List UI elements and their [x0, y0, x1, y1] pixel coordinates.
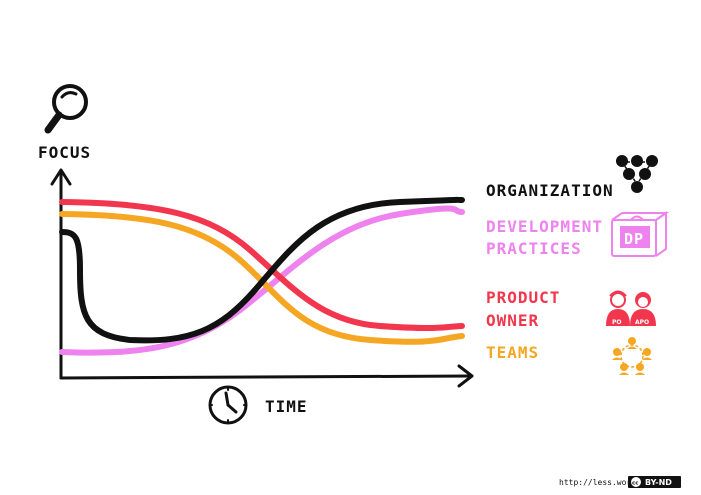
org-chart-icon	[616, 155, 658, 193]
curve-product-owner	[59, 199, 465, 332]
curve-organization	[59, 196, 465, 344]
clock-icon	[208, 385, 248, 425]
x-axis-arrow	[457, 364, 474, 388]
legend-product-owner-line2: OWNER	[486, 311, 539, 330]
x-axis	[59, 374, 473, 380]
x-axis-label: TIME	[265, 397, 308, 416]
axes	[50, 168, 474, 388]
dp-box-icon: DP	[611, 211, 670, 257]
footer-url[interactable]: http://less.works	[559, 478, 641, 487]
apo-badge: APO	[635, 319, 649, 326]
legend-teams: TEAMS	[486, 343, 539, 362]
legend-development-line2: PRACTICES	[486, 239, 582, 258]
license-text: BY-ND	[645, 478, 672, 487]
curve-development-practices	[59, 205, 465, 356]
legend-development-line1: DEVELOPMENT	[486, 217, 603, 236]
cc-icon: cc	[632, 481, 639, 487]
po-badge: PO	[612, 319, 622, 326]
legend-product-owner-line1: PRODUCT	[486, 288, 560, 307]
magnifier-icon	[44, 84, 88, 134]
legend-organization: ORGANIZATION	[486, 181, 614, 200]
y-axis-label: FOCUS	[38, 143, 91, 162]
license-badge[interactable]: cc BY-ND	[628, 476, 681, 488]
curve-teams	[59, 211, 465, 345]
dp-box-text: DP	[624, 230, 644, 248]
team-circle-icon	[612, 337, 652, 375]
y-axis-arrow	[50, 168, 72, 186]
product-owner-icon: PO APO	[606, 290, 656, 326]
